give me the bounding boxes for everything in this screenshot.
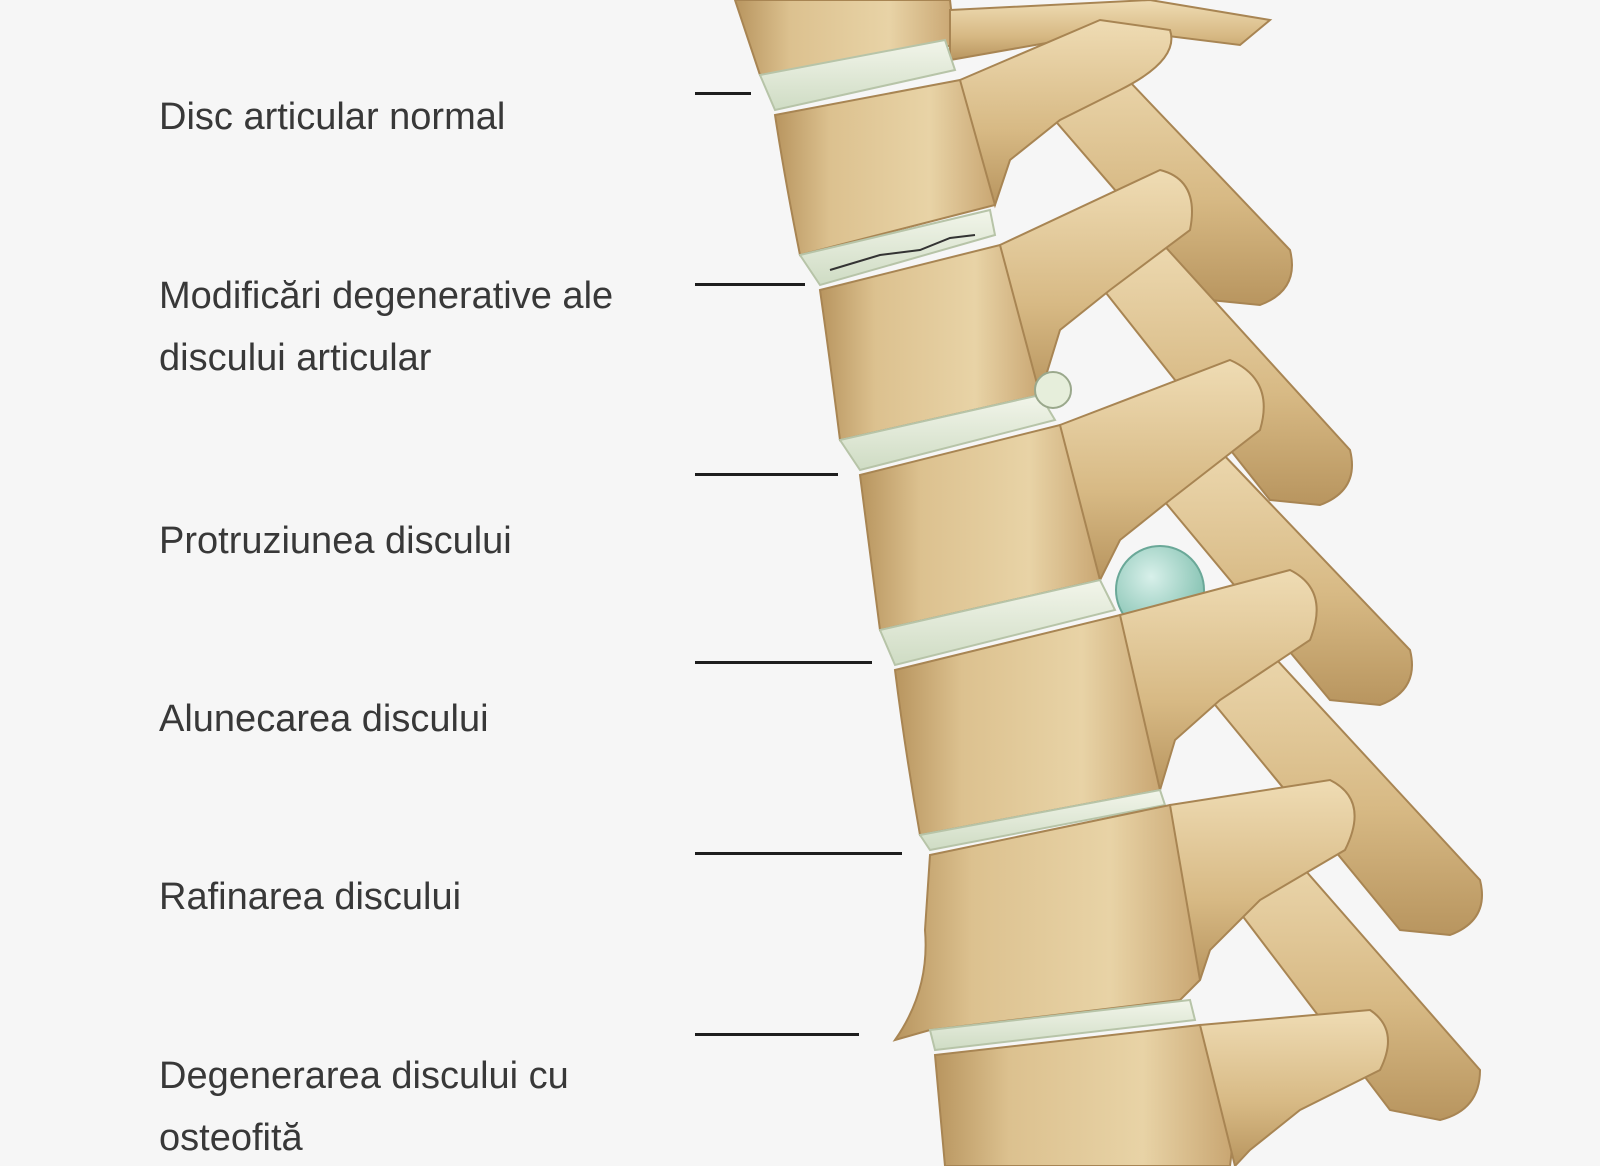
disc-slip: [878, 578, 1117, 667]
leader-line-normal: [695, 92, 751, 95]
disc-osteophyte: [928, 998, 1197, 1052]
leader-line-thinning: [695, 852, 902, 855]
vertebra-5: [893, 568, 1318, 837]
label-slip: Alunecarea discului: [159, 698, 489, 740]
vertebra-4: [858, 358, 1265, 632]
leader-line-protrusion: [695, 473, 838, 476]
vertebra-7: [933, 1008, 1389, 1169]
disc-degenerative: [798, 208, 997, 287]
leader-line-slip: [695, 661, 872, 664]
label-normal-disc: Disc articular normal: [159, 96, 506, 138]
disc-normal: [758, 38, 957, 112]
vertebra-6: [892, 778, 1356, 1042]
label-osteophyte: Degenerarea discului cu osteofită: [159, 1055, 569, 1159]
vertebra-3: [818, 168, 1193, 442]
label-thinning: Rafinarea discului: [159, 876, 462, 918]
disc-thinning: [918, 788, 1167, 852]
vertebra-2: [773, 18, 1173, 257]
disc-protrusion: [838, 393, 1057, 472]
leader-line-degenerative: [695, 283, 805, 286]
leader-line-osteophyte: [695, 1033, 859, 1036]
bottom-border: [0, 1166, 1600, 1174]
label-protrusion: Protruziunea discului: [159, 520, 512, 562]
label-degenerative: Modificări degenerative ale discului art…: [159, 275, 614, 379]
